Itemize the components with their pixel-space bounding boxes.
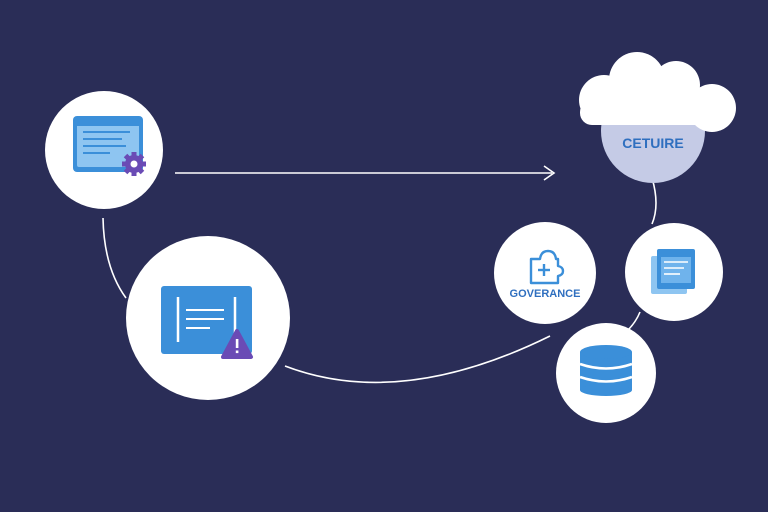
connector-config-to-alert <box>102 217 127 299</box>
connector-alert-to-database <box>284 335 551 384</box>
warning-document-icon <box>161 286 253 359</box>
node-documents[interactable] <box>625 223 723 321</box>
governance-puzzle-icon <box>529 249 565 285</box>
database-icon <box>579 345 633 396</box>
node-governance[interactable]: GOVERANCE <box>494 222 596 324</box>
cloud-label: CETUIRE <box>622 135 683 151</box>
connector-arrowhead <box>543 165 556 181</box>
node-config[interactable] <box>45 91 163 209</box>
governance-label: GOVERANCE <box>510 288 581 300</box>
node-database[interactable] <box>556 323 656 423</box>
cloud-icon <box>579 52 736 132</box>
config-window-gear-icon <box>73 116 146 176</box>
connector-cloud-to-documents <box>651 177 657 225</box>
connector-documents-to-database <box>627 311 641 331</box>
stacked-documents-icon <box>651 249 695 294</box>
connectors <box>102 165 657 384</box>
node-alert[interactable] <box>126 236 290 400</box>
node-cloud[interactable]: CETUIRE <box>579 52 736 183</box>
